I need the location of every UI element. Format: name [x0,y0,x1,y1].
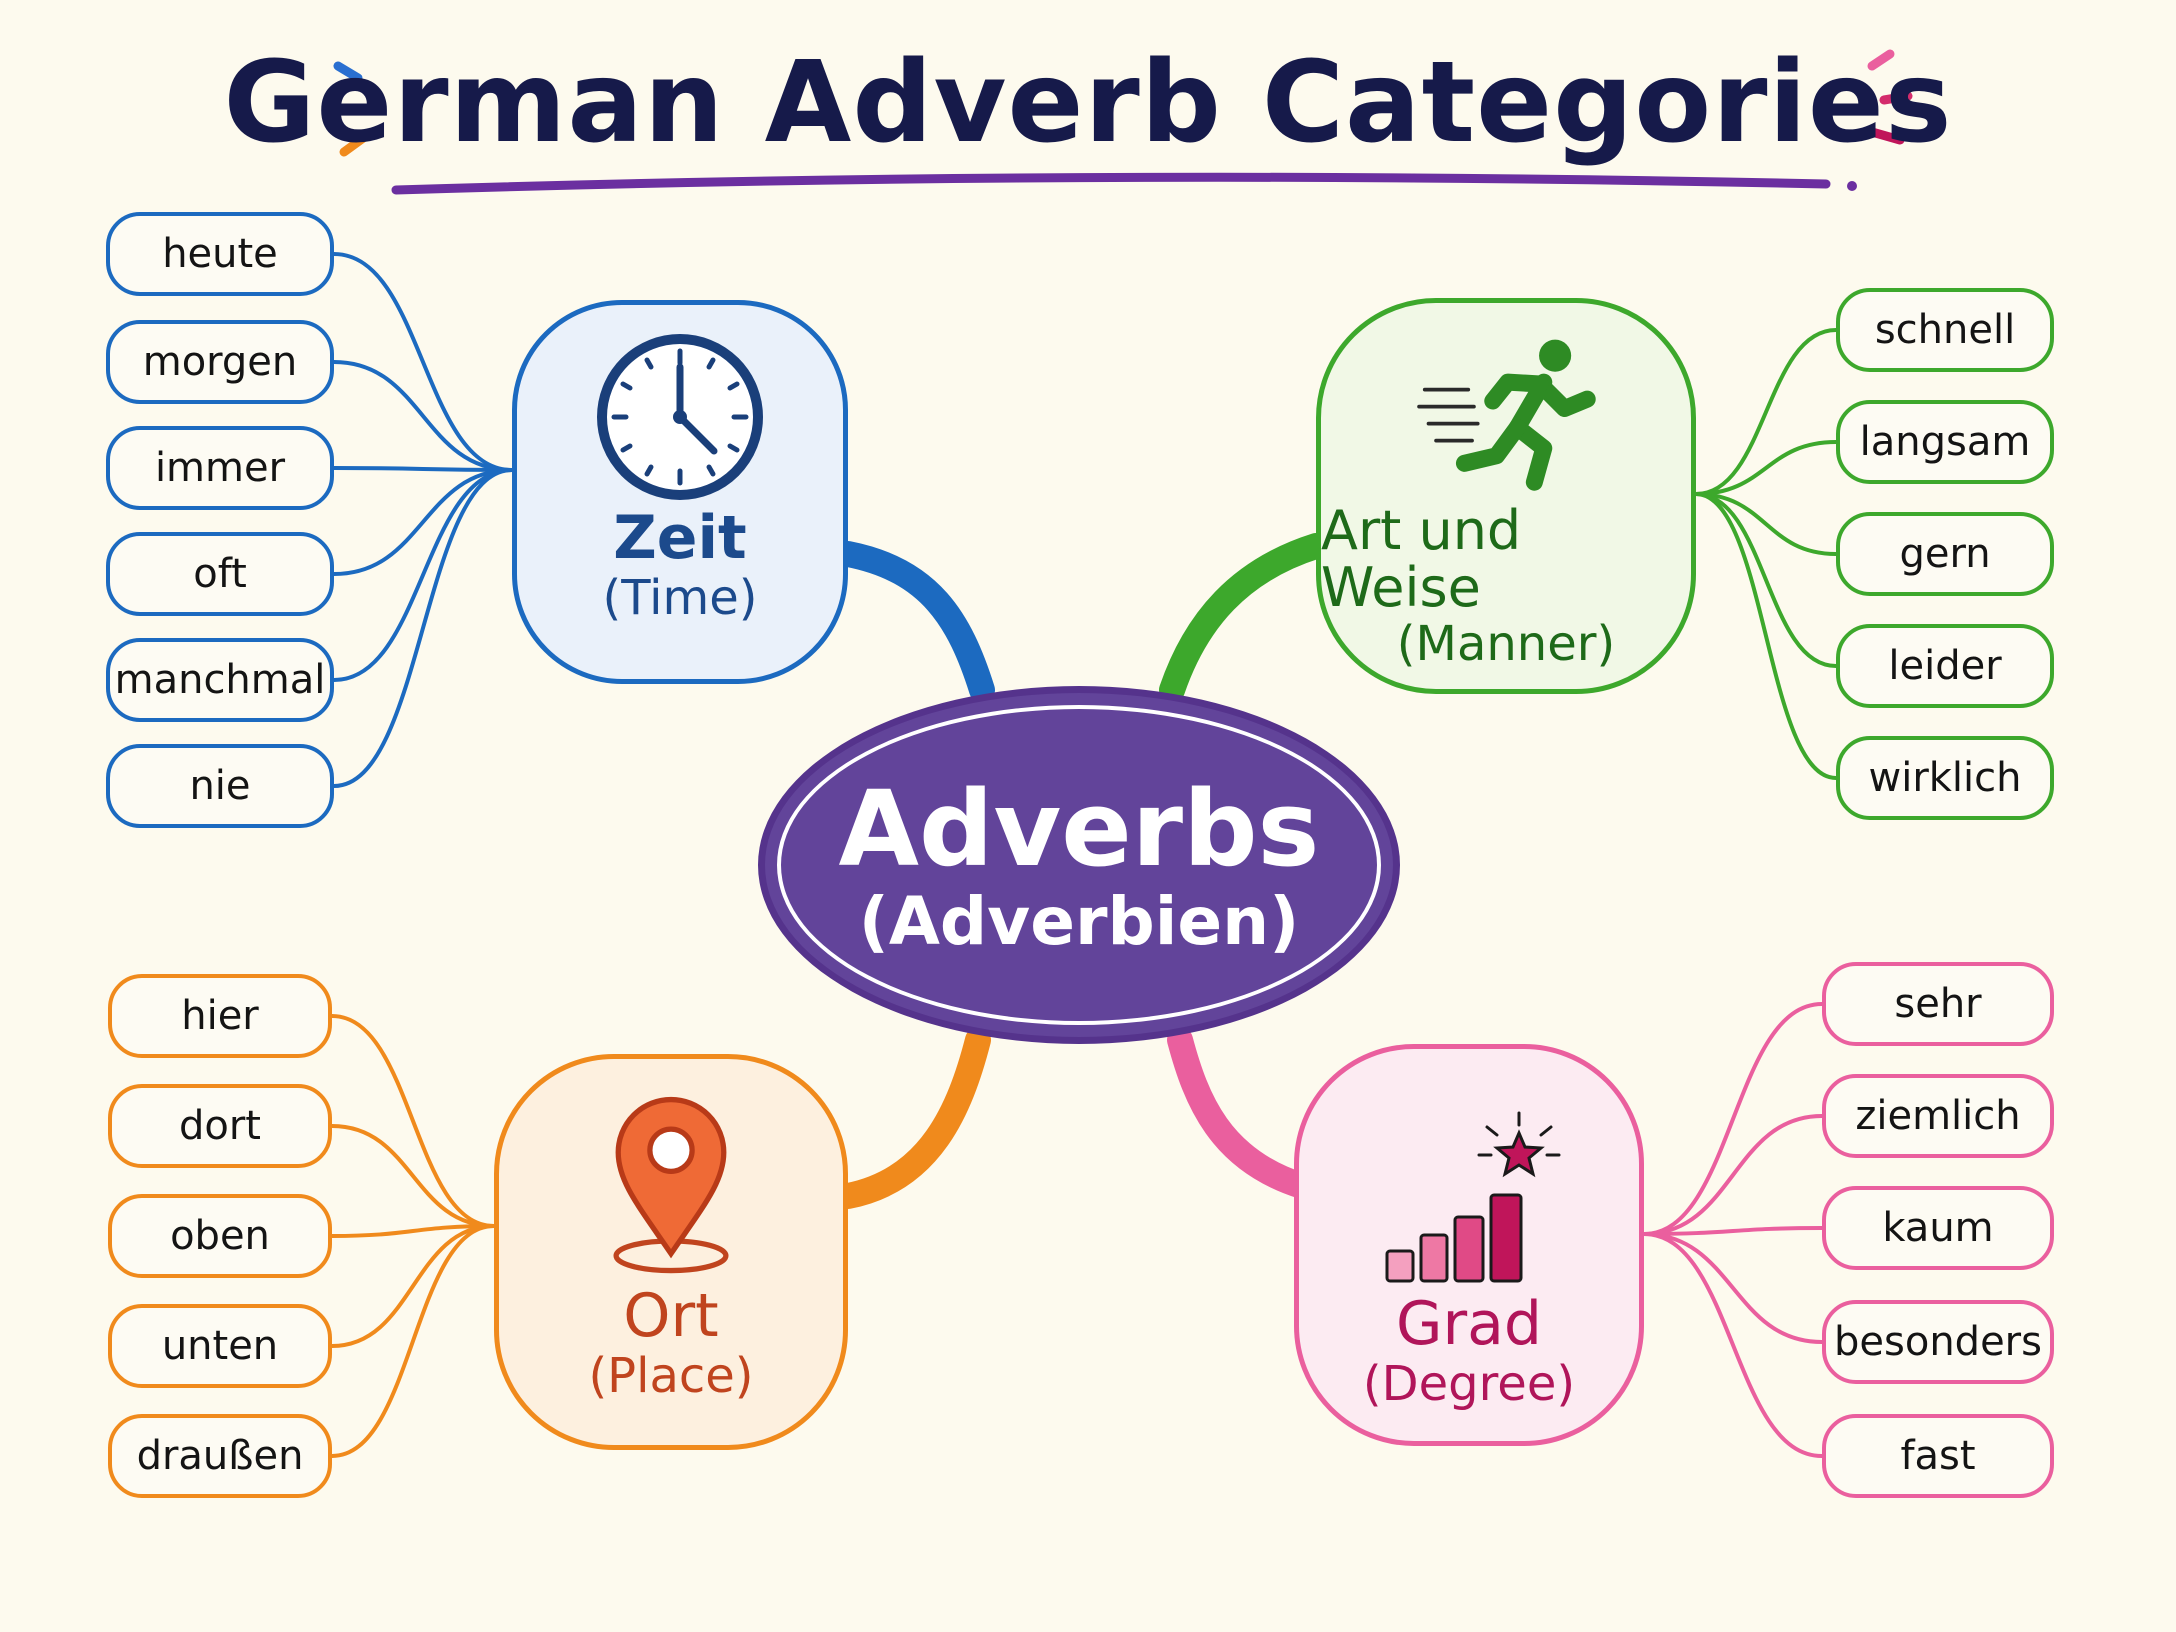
branch-place [835,1027,991,1209]
connector-place-0 [331,1014,495,1228]
leaf-degree-1: ziemlich [1822,1074,2054,1158]
leaf-manner-4: wirklich [1836,736,2054,820]
center-subtitle: (Adverbien) [858,882,1300,960]
category-manner: Art und Weise (Manner) [1316,298,1696,694]
leaf-time-1: morgen [106,320,334,404]
leaf-manner-1: langsam [1836,400,2054,484]
branch-degree [1167,1027,1315,1199]
leaf-manner-0: schnell [1836,288,2054,372]
connector-place-3 [331,1224,495,1348]
center-node: Adverbs (Adverbien) [758,686,1400,1044]
connector-time-3 [333,468,513,576]
leaf-place-4: draußen [108,1414,332,1498]
leaf-manner-2: gern [1836,512,2054,596]
leaf-manner-3: leider [1836,624,2054,708]
category-degree-sub: (Degree) [1362,1356,1576,1412]
running-person-icon [1417,339,1596,491]
connector-time-5 [333,468,513,788]
category-time-name: Zeit [613,503,747,573]
leaf-time-5: nie [106,744,334,828]
connector-degree-0 [1643,1002,1823,1236]
leaf-time-4: manchmal [106,638,334,722]
connector-time-1 [333,360,513,472]
category-place-name: Ort [623,1281,719,1351]
category-time: Zeit (Time) [512,300,848,684]
leaf-place-3: unten [108,1304,332,1388]
connector-time-0 [333,252,513,472]
leaf-degree-2: kaum [1822,1186,2054,1270]
title-underline [391,172,1831,195]
connector-manner-4 [1695,492,1837,780]
location-pin-icon [613,1096,729,1274]
connector-manner-0 [1695,328,1837,496]
clock-icon [597,334,763,500]
connector-degree-4 [1643,1232,1823,1458]
leaf-place-0: hier [108,974,332,1058]
category-degree-name: Grad [1395,1289,1542,1359]
connector-place-4 [331,1224,495,1458]
branch-manner [1159,533,1329,703]
leaf-degree-4: fast [1822,1414,2054,1498]
connector-degree-1 [1643,1114,1823,1236]
leaf-place-2: oben [108,1194,332,1278]
category-place: Ort (Place) [494,1054,848,1450]
leaf-place-1: dort [108,1084,332,1168]
connector-degree-2 [1643,1226,1823,1236]
leaf-degree-0: sehr [1822,962,2054,1046]
category-time-sub: (Time) [602,570,758,626]
connector-time-2 [333,466,513,472]
leaf-degree-3: besonders [1822,1300,2054,1384]
category-manner-sub: (Manner) [1396,616,1616,673]
connector-place-1 [331,1124,495,1228]
connector-time-4 [333,468,513,682]
rising-bars-star-icon [1385,1111,1561,1283]
leaf-time-3: oft [106,532,334,616]
category-place-sub: (Place) [588,1348,754,1404]
category-degree: Grad (Degree) [1294,1044,1644,1446]
category-manner-name: Art und Weise [1321,499,1522,619]
connector-manner-1 [1695,440,1837,496]
connector-manner-3 [1695,492,1837,668]
leaf-time-2: immer [106,426,334,510]
leaf-time-0: heute [106,212,334,296]
title-sparkles [323,49,1913,157]
connector-degree-3 [1643,1232,1823,1344]
center-title: Adverbs [838,767,1320,890]
branch-time [835,541,995,703]
page-title: German Adverb Categories [223,38,1953,168]
connector-manner-2 [1695,492,1837,556]
connector-place-2 [331,1224,495,1238]
